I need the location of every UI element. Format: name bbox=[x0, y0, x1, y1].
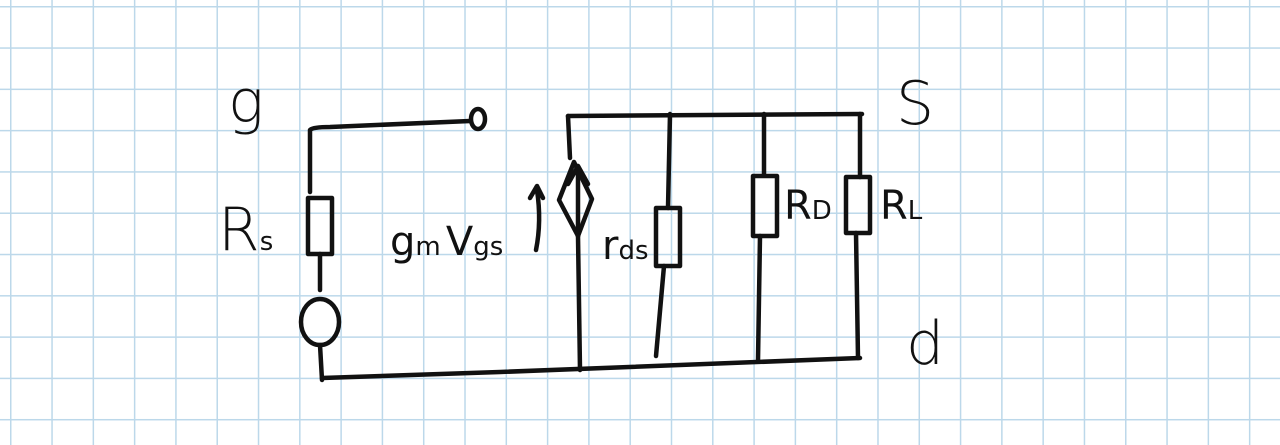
rl-resistor-body bbox=[843, 174, 873, 236]
source-bottom-lead bbox=[317, 342, 325, 383]
current-source-bottom-lead bbox=[575, 233, 583, 373]
current-direction-arrow bbox=[527, 183, 546, 253]
source-resistor-label: Rs bbox=[218, 195, 274, 265]
gate-node-label: g bbox=[228, 67, 265, 137]
rds-top-lead bbox=[665, 111, 673, 211]
output-resistance-label: rds bbox=[602, 223, 649, 269]
rd-resistor-body bbox=[750, 173, 780, 239]
rl-bottom-lead bbox=[853, 230, 861, 361]
source-resistor-body bbox=[305, 195, 335, 257]
rds-resistor-body bbox=[653, 205, 683, 269]
source-node-label: S bbox=[896, 69, 935, 139]
gate-wire bbox=[307, 118, 473, 195]
drain-resistor-label: RD bbox=[784, 183, 832, 229]
load-resistor-label: RL bbox=[880, 183, 923, 229]
controlled-source-label: gm Vgs bbox=[390, 219, 504, 265]
gate-terminal bbox=[468, 106, 488, 132]
current-source-top-lead bbox=[565, 113, 573, 161]
rds-bottom-lead bbox=[653, 263, 667, 359]
bottom-rail-wire bbox=[319, 355, 863, 381]
top-rail-wire bbox=[565, 111, 865, 119]
rd-bottom-lead bbox=[755, 233, 763, 363]
voltage-source-symbol bbox=[298, 296, 342, 348]
drain-node-label: d bbox=[906, 309, 945, 379]
dependent-source-arrow bbox=[565, 163, 591, 239]
